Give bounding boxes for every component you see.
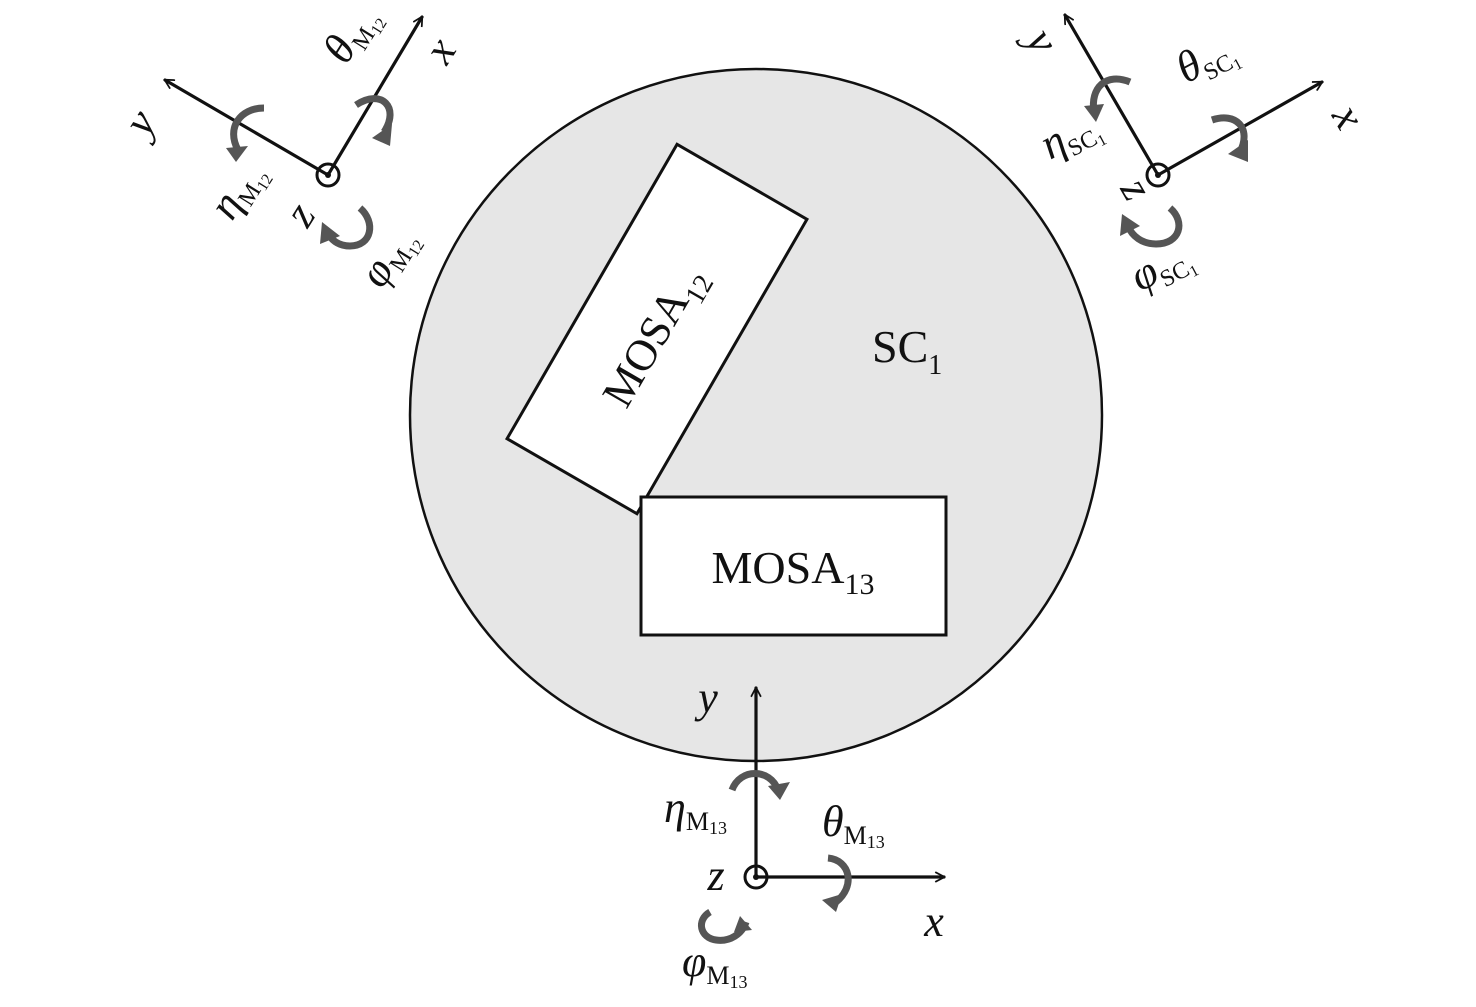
- m13-theta-label: θM13: [822, 797, 885, 852]
- m12-origin-z-out-icon: [315, 162, 341, 188]
- m13-theta-rotation-icon: [822, 854, 852, 912]
- frame-m12: x y z θM12 ηM12 φM12: [112, 0, 466, 298]
- m12-z-label: z: [274, 194, 325, 235]
- m12-theta-rotation-icon: [354, 95, 394, 146]
- svg-text:ηM12: ηM12: [199, 151, 277, 230]
- frame-m13: y x z ηM13 θM13 φM13: [664, 673, 944, 992]
- sc1-theta-rotation-icon: [1210, 114, 1248, 162]
- m12-phi-rotation-icon: [320, 205, 374, 250]
- m13-phi-label: φM13: [682, 937, 747, 992]
- m13-phi-rotation-icon: [698, 908, 752, 944]
- sc1-y-label: y: [1014, 17, 1068, 62]
- spacecraft-body: [408, 67, 1104, 763]
- svg-text:φM12: φM12: [349, 217, 428, 298]
- mosa13-box: MOSA13: [639, 495, 948, 637]
- m12-theta-label: θM12: [313, 0, 391, 74]
- m12-eta-rotation-icon: [226, 104, 265, 162]
- sc1-eta-rotation-icon: [1084, 75, 1132, 122]
- sc1-x-label: x: [1322, 95, 1375, 138]
- svg-text:θSC1: θSC1: [1168, 22, 1246, 98]
- sc1-theta-label: θSC1: [1168, 22, 1246, 98]
- sc1-z-label: z: [1111, 168, 1162, 208]
- frame-sc1: x y z θSC1 ηSC1 φSC1: [1014, 15, 1375, 301]
- m12-y-axis: [165, 78, 330, 177]
- sc1-phi-rotation-icon: [1120, 205, 1183, 248]
- spacecraft-label: SC1: [872, 321, 942, 381]
- sc1-origin-z-out-icon: [1145, 162, 1171, 188]
- m13-x-label: x: [923, 897, 944, 946]
- mosa12-box: MOSA12: [504, 142, 810, 516]
- m12-phi-label: φM12: [349, 217, 428, 298]
- m13-eta-label: ηM13: [664, 783, 727, 838]
- m13-eta-rotation-icon: [728, 770, 790, 800]
- mosa13-label: MOSA13: [712, 542, 875, 601]
- sc1-y-axis: [1063, 15, 1160, 177]
- m12-x-label: x: [413, 29, 466, 73]
- m12-eta-label: ηM12: [199, 151, 277, 230]
- m12-y-label: y: [112, 101, 166, 147]
- m13-y-label: y: [694, 673, 718, 722]
- m13-origin-z-out-icon: [743, 864, 769, 890]
- svg-text:θM12: θM12: [313, 0, 391, 74]
- m13-z-label: z: [706, 851, 724, 900]
